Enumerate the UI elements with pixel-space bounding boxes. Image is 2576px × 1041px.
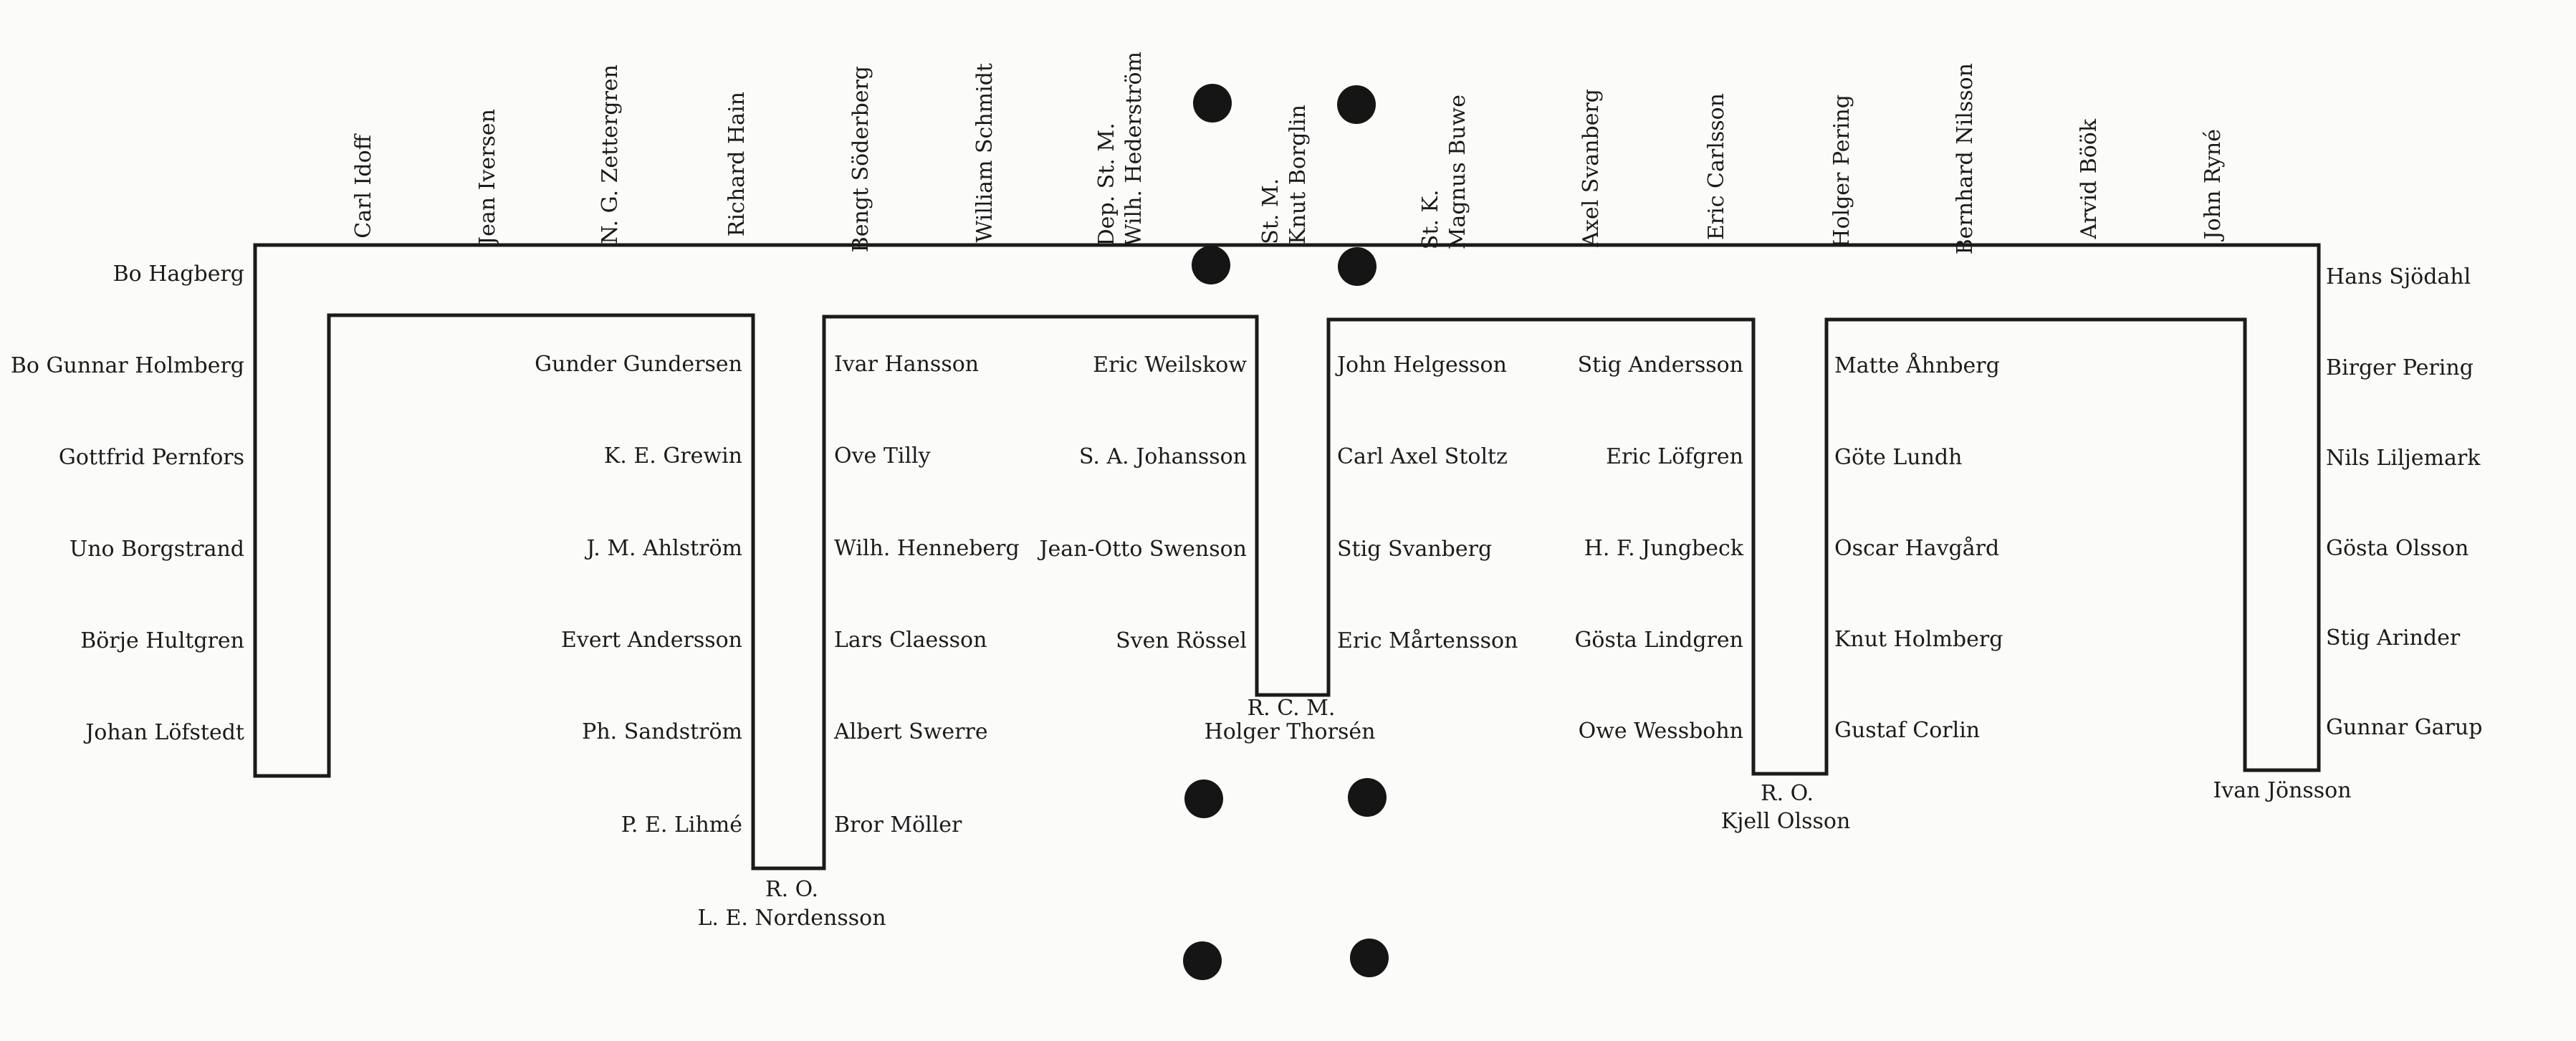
outer-frame-line — [253, 243, 2321, 870]
hole-punch-dot — [1348, 778, 1387, 817]
top-name: Bernhard Nilsson — [1953, 63, 1978, 255]
hole-punch-dot — [1337, 85, 1376, 124]
table-name: Oscar Havgård — [1834, 536, 2000, 561]
table-name: Jean-Otto Swenson — [1039, 537, 1247, 562]
hole-punch-dot — [1184, 779, 1223, 818]
rcm-title: R. C. M. — [1247, 696, 1336, 721]
right-column-name: Stig Arinder — [2326, 625, 2461, 651]
top-name: Axel Svanberg — [1579, 89, 1604, 247]
rcm-name: Holger Thorsén — [1204, 719, 1376, 744]
ro-name: L. E. Nordensson — [697, 906, 886, 931]
table-name: Stig Andersson — [1577, 352, 1743, 378]
left-column-name: Bo Gunnar Holmberg — [10, 353, 244, 378]
right-column-name: Hans Sjödahl — [2326, 264, 2471, 289]
table-name: Matte Åhnberg — [1834, 353, 2000, 378]
table-name: Ivar Hansson — [834, 352, 980, 377]
table-name: H. F. Jungbeck — [1584, 536, 1743, 561]
top-name: Carl Idoff — [351, 135, 376, 239]
top-name: Richard Hain — [724, 92, 750, 237]
left-column-name: Johan Löfstedt — [85, 720, 244, 745]
table-name: Owe Wessbohn — [1578, 719, 1743, 744]
table-name: Eric Weilskow — [1093, 352, 1247, 378]
right-column-name: Nils Liljemark — [2326, 446, 2481, 471]
top-name: Eric Carlsson — [1704, 93, 1729, 241]
table-name: Stig Svanberg — [1337, 537, 1493, 562]
top-name: Bengt Söderberg — [848, 66, 873, 253]
table-name: Sven Rössel — [1116, 628, 1247, 653]
top-name: Arvid Böök — [2077, 119, 2102, 239]
table-name: P. E. Lihmé — [621, 812, 742, 838]
top-name-with-title: Dep. St. M.Wilh. Hederström — [1094, 52, 1146, 246]
left-column-name: Börje Hultgren — [80, 628, 244, 653]
table-name: Bror Möller — [834, 812, 962, 838]
hole-punch-dot — [1338, 247, 1376, 286]
table-name: Knut Holmberg — [1834, 627, 2003, 652]
table-name: Göte Lundh — [1834, 445, 1963, 470]
table-name: John Helgesson — [1337, 352, 1507, 378]
ro-title: R. O. — [765, 877, 819, 902]
table-name: Lars Claesson — [834, 628, 987, 653]
bottom-name: Ivan Jönsson — [2213, 778, 2352, 803]
top-name: N. G. Zettergren — [598, 64, 623, 244]
table-name: Ove Tilly — [834, 443, 931, 469]
table-name: Gustaf Corlin — [1834, 718, 1981, 743]
hole-punch-dot — [1192, 246, 1230, 284]
table-name: S. A. Johansson — [1078, 444, 1247, 469]
right-column-name: Gösta Olsson — [2326, 536, 2469, 561]
left-column-name: Gottfrid Pernfors — [58, 445, 244, 470]
ro-title: R. O. — [1760, 781, 1814, 806]
table-name: J. M. Ahlström — [586, 536, 742, 561]
table-name: Ph. Sandström — [582, 719, 742, 744]
hole-punch-dot — [1350, 939, 1389, 977]
table-name: Gösta Lindgren — [1574, 628, 1743, 653]
top-name: William Schmidt — [972, 63, 997, 243]
hole-punch-dot — [1183, 941, 1222, 980]
top-name: Holger Pering — [1829, 95, 1854, 248]
top-name-with-title: St. M.Knut Borglin — [1258, 105, 1311, 244]
left-column-name: Uno Borgstrand — [69, 537, 244, 562]
table-name: Evert Andersson — [561, 628, 742, 653]
table-name: K. E. Grewin — [603, 443, 742, 469]
table-name: Carl Axel Stoltz — [1337, 444, 1508, 469]
table-name: Gunder Gundersen — [535, 352, 742, 377]
right-column-name: Birger Pering — [2326, 355, 2474, 380]
table-name: Wilh. Henneberg — [834, 536, 1020, 561]
table-name: Eric Mårtensson — [1337, 628, 1518, 653]
hole-punch-dot — [1193, 84, 1232, 123]
left-column-name: Bo Hagberg — [112, 262, 244, 287]
right-column-name: Gunnar Garup — [2326, 715, 2483, 740]
ro-name: Kjell Olsson — [1720, 809, 1851, 834]
table-name: Eric Löfgren — [1606, 444, 1743, 469]
top-name: Jean Iversen — [475, 109, 500, 245]
table-name: Albert Swerre — [834, 719, 988, 744]
top-name: John Ryné — [2201, 129, 2226, 240]
top-name-with-title: St. K.Magnus Buwe — [1418, 95, 1470, 250]
